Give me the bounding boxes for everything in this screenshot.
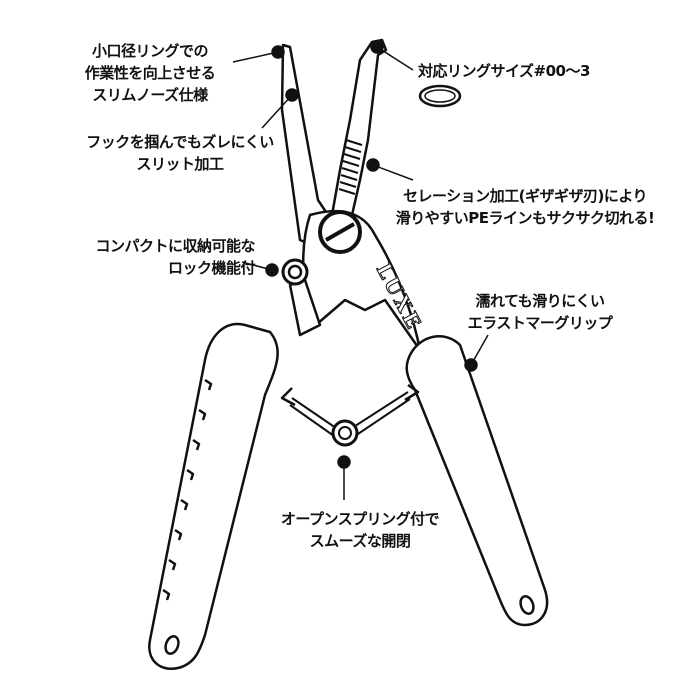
right-handle-grip: [405, 335, 549, 627]
serration-teeth: [338, 139, 363, 195]
callout-lock: コンパクトに収納可能な ロック機能付: [95, 237, 255, 277]
callout-leaders: [232, 40, 489, 500]
callout-spring: オープンスプリング付で スムーズな開閉: [280, 510, 440, 550]
left-grip-ridges: [162, 378, 213, 601]
right-jaw: [330, 38, 388, 217]
open-spring: [289, 391, 411, 447]
left-handle-grip: [148, 322, 279, 671]
callout-slit: フックを掴んでもズレにくい スリット加工: [86, 133, 274, 173]
callout-grip: 濡れても滑りにくい エラストマーグリップ: [467, 292, 613, 332]
callout-serration: セレーション加工(ギザギザ刃)により 滑りやすいPEラインもサクサク切れる!: [395, 187, 655, 227]
callout-ring-size: 対応リングサイズ#00〜3: [418, 62, 590, 80]
lock-button: [281, 258, 309, 286]
callout-slim-nose: 小口径リングでの 作業性を向上させる スリムノーズ仕様: [84, 42, 216, 104]
split-ring: [418, 84, 462, 108]
